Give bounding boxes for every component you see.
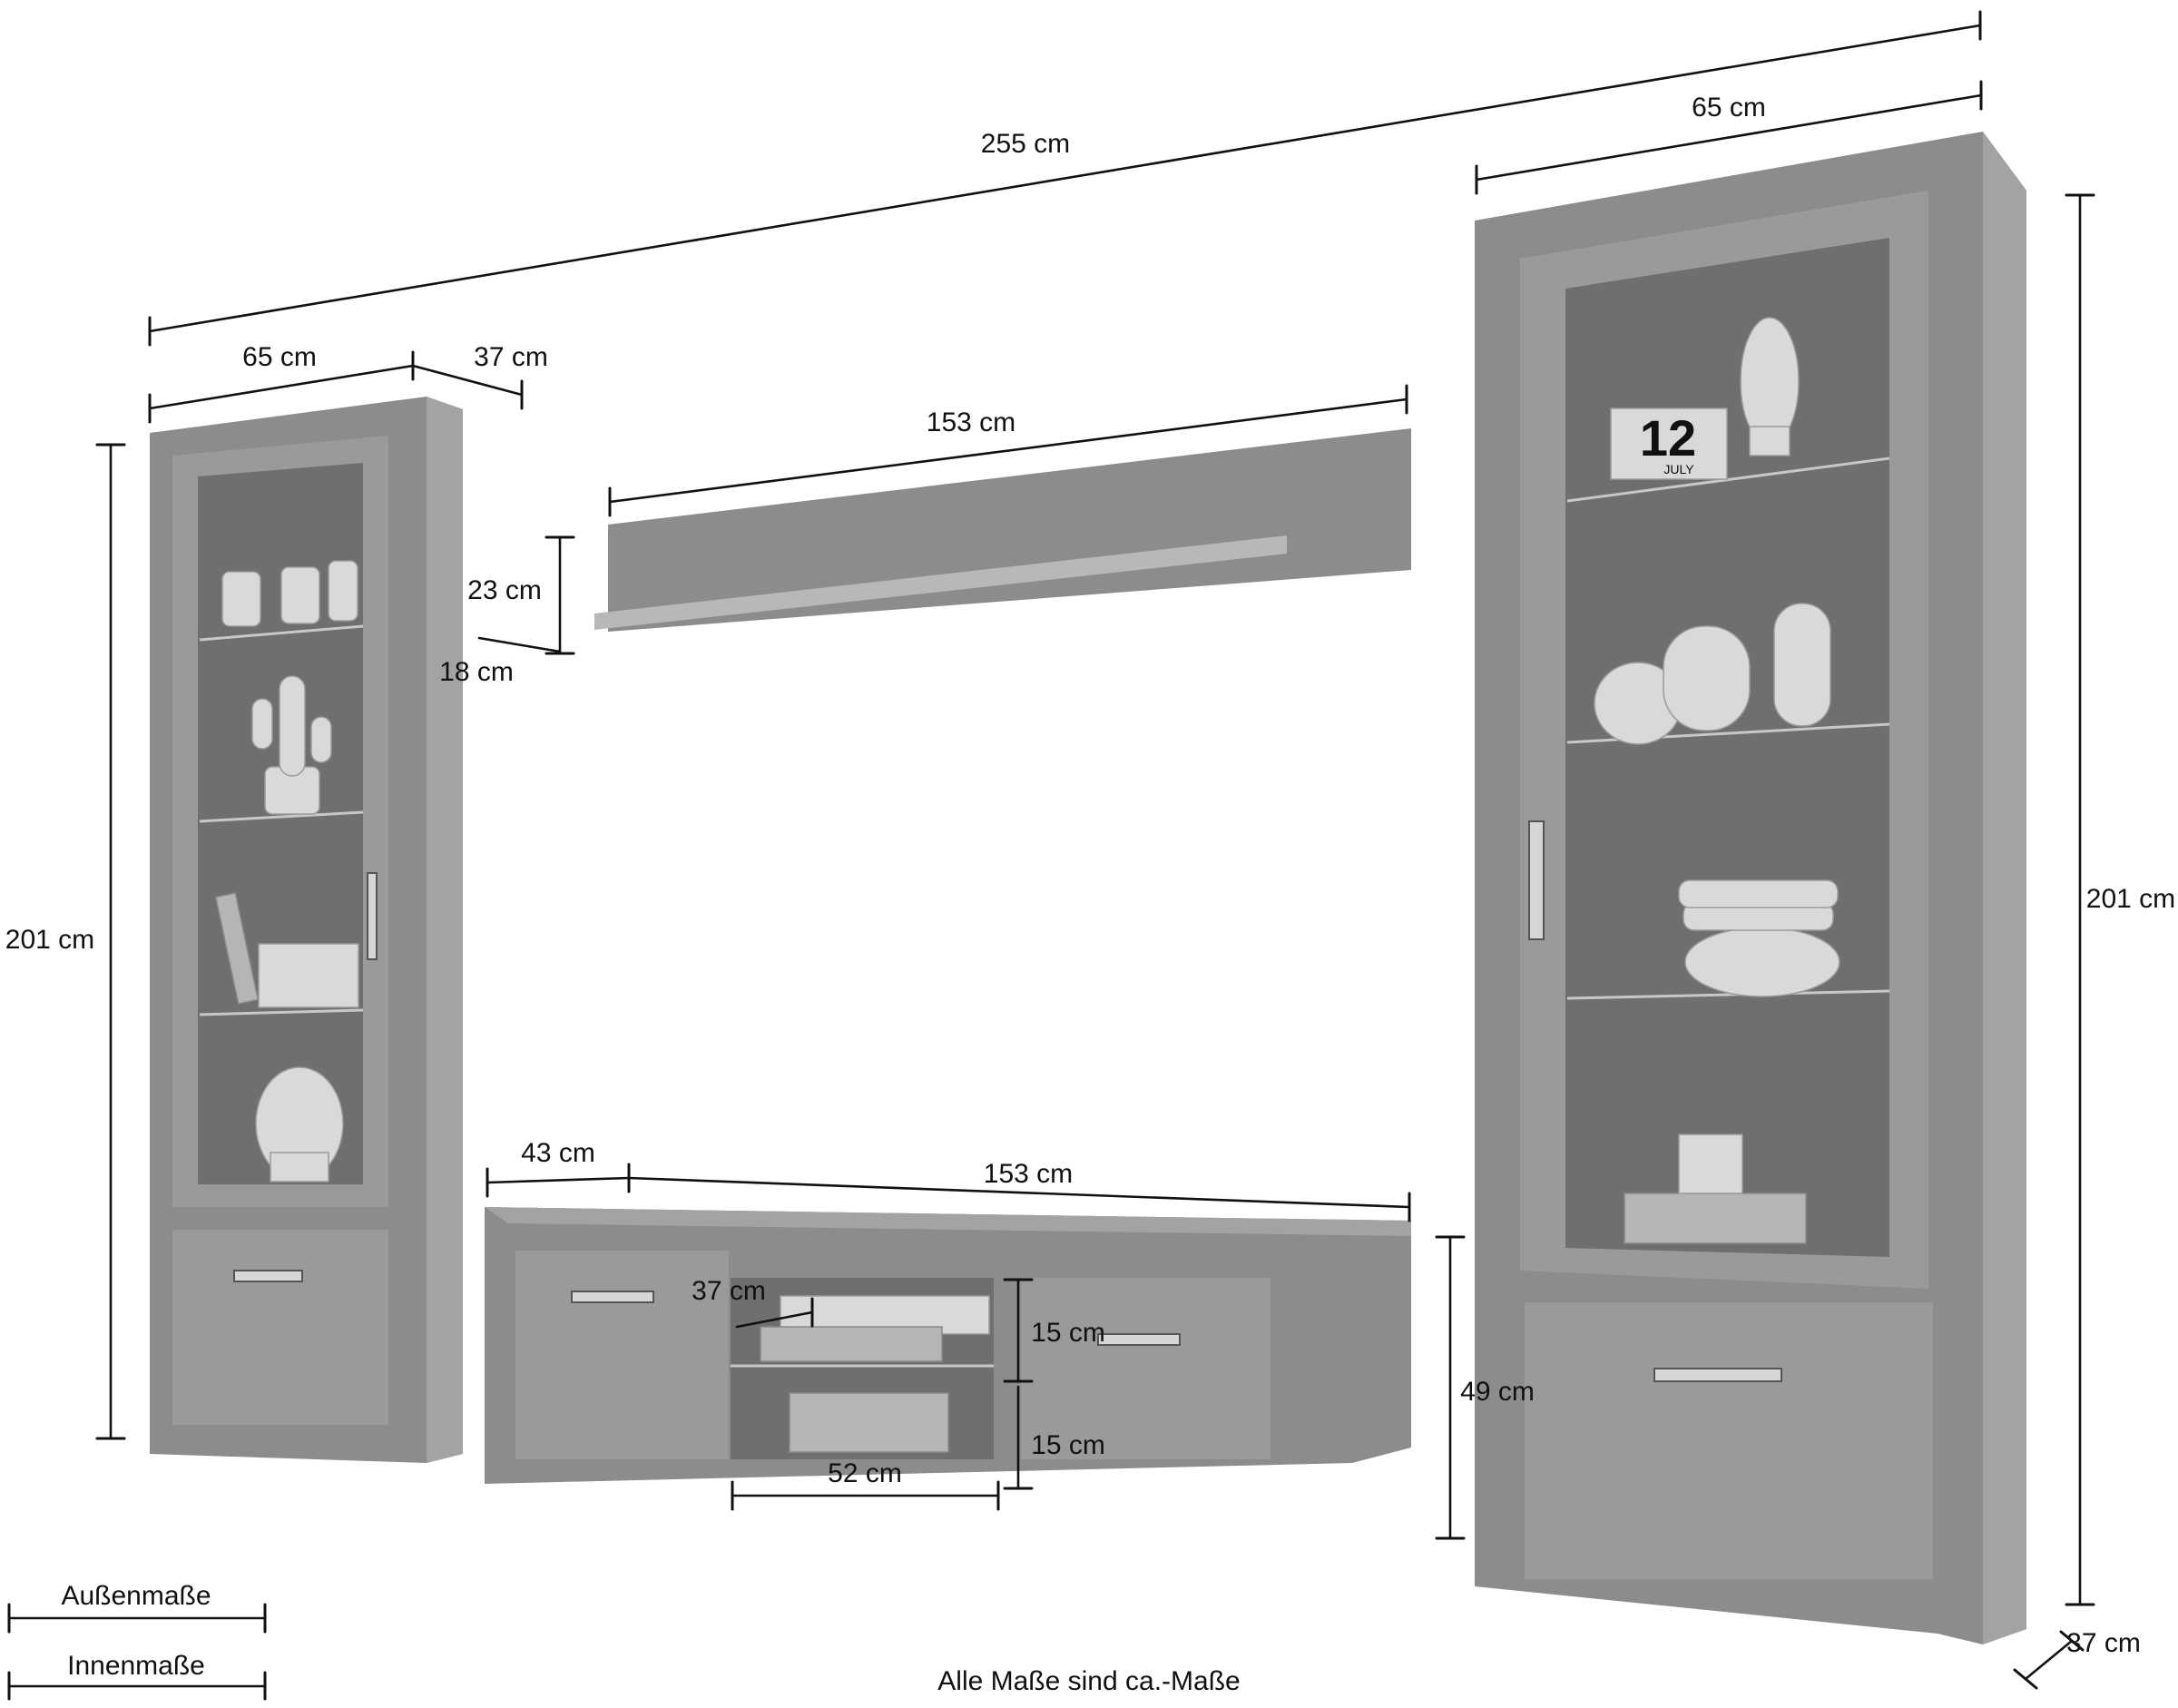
dim-tv-compartment-lower-height: 15 cm bbox=[1003, 1385, 1105, 1490]
label-left-cabinet-depth: 37 cm bbox=[474, 342, 548, 372]
left-cabinet-door-handle bbox=[367, 872, 378, 960]
label-tv-compartment-width: 52 cm bbox=[828, 1458, 902, 1488]
calendar-day: 12 bbox=[1640, 409, 1696, 466]
label-tv-board-depth: 43 cm bbox=[521, 1138, 595, 1168]
right-cabinet-door-handle bbox=[1528, 820, 1545, 940]
right-cabinet-bowls bbox=[1678, 879, 1840, 997]
left-vitrine-cabinet bbox=[150, 397, 463, 1463]
dim-tv-compartment-depth: 37 cm bbox=[692, 1276, 814, 1329]
legend-inner-label: Innenmaße bbox=[67, 1651, 205, 1681]
label-left-cabinet-width: 65 cm bbox=[242, 342, 317, 372]
dim-tv-compartment-width: 52 cm bbox=[731, 1458, 1000, 1511]
tv-board-hifi-receiver bbox=[760, 1295, 990, 1362]
label-tv-board-width: 153 cm bbox=[984, 1159, 1073, 1189]
left-cabinet-side bbox=[427, 397, 463, 1463]
tv-board-basket bbox=[789, 1392, 949, 1453]
wall-shelf-board bbox=[594, 535, 1287, 630]
right-cabinet-owl-figurine bbox=[1740, 317, 1800, 456]
left-cabinet-cactus bbox=[251, 675, 332, 815]
left-cabinet-shelf bbox=[199, 1008, 364, 1016]
tv-board-right-door bbox=[1021, 1278, 1270, 1459]
right-cabinet-vases bbox=[1594, 603, 1831, 745]
tv-board bbox=[485, 1207, 1411, 1484]
tv-board-right-handle bbox=[1097, 1333, 1181, 1346]
dim-total-width: 255 cm bbox=[148, 10, 1982, 347]
dim-tv-compartment-upper-height: 15 cm bbox=[1003, 1278, 1105, 1383]
wall-shelf-back-panel bbox=[608, 428, 1411, 632]
dim-left-cabinet-depth: 37 cm bbox=[411, 342, 548, 410]
label-wall-shelf-depth: 18 cm bbox=[439, 657, 514, 687]
right-cabinet-glass bbox=[1565, 238, 1889, 1257]
footnote: Alle Maße sind ca.-Maße bbox=[937, 1666, 1240, 1696]
tv-board-left-door bbox=[515, 1251, 729, 1459]
dim-wall-shelf-height: 23 cm bbox=[467, 535, 575, 655]
calendar-month: JULY bbox=[1663, 462, 1694, 476]
tv-board-top bbox=[485, 1207, 1411, 1236]
label-total-width: 255 cm bbox=[981, 129, 1070, 159]
label-tv-compartment-upper-height: 15 cm bbox=[1031, 1318, 1105, 1348]
label-wall-shelf-width: 153 cm bbox=[927, 407, 1015, 437]
dim-left-cabinet-width: 65 cm bbox=[148, 342, 415, 424]
right-cabinet-drawer bbox=[1525, 1302, 1933, 1579]
dim-right-cabinet-height: 201 cm bbox=[2065, 193, 2175, 1606]
label-tv-board-height: 49 cm bbox=[1460, 1377, 1535, 1407]
label-tv-compartment-lower-height: 15 cm bbox=[1031, 1430, 1105, 1460]
right-cabinet-side bbox=[1983, 132, 2026, 1644]
label-right-cabinet-depth: 37 cm bbox=[2066, 1628, 2141, 1658]
dim-wall-shelf-depth: 18 cm bbox=[439, 636, 562, 687]
label-tv-compartment-depth: 37 cm bbox=[692, 1276, 766, 1306]
right-cabinet-decor-boxes bbox=[1624, 1134, 1807, 1244]
wall-shelf bbox=[594, 428, 1411, 632]
left-cabinet-shelf bbox=[199, 810, 364, 823]
legend: Außenmaße Innenmaße bbox=[7, 1581, 267, 1701]
right-vitrine-cabinet: 12 JULY bbox=[1475, 132, 2026, 1644]
right-cabinet-calendar: 12 JULY bbox=[1610, 407, 1728, 480]
left-cabinet-drawer-handle bbox=[233, 1270, 303, 1282]
dim-right-cabinet-depth: 37 cm bbox=[2013, 1628, 2141, 1690]
left-cabinet-head-vase bbox=[255, 1066, 344, 1183]
left-cabinet-basket-and-books bbox=[214, 892, 359, 1008]
label-right-cabinet-width: 65 cm bbox=[1692, 93, 1766, 123]
right-cabinet-drawer-handle bbox=[1653, 1368, 1782, 1382]
left-cabinet-shelf bbox=[199, 624, 364, 642]
tv-board-left-handle bbox=[571, 1291, 654, 1303]
left-cabinet-drawer bbox=[172, 1230, 388, 1425]
dim-tv-board-depth: 43 cm bbox=[486, 1138, 631, 1198]
left-cabinet-jars bbox=[221, 560, 358, 627]
dim-tv-board-width: 153 cm bbox=[627, 1159, 1411, 1222]
dim-right-cabinet-width: 65 cm bbox=[1475, 80, 1983, 195]
label-right-cabinet-height: 201 cm bbox=[2086, 884, 2175, 914]
right-cabinet-shelf bbox=[1566, 989, 1890, 1000]
dim-left-cabinet-height: 201 cm bbox=[5, 443, 126, 1440]
right-cabinet-shelf bbox=[1566, 456, 1890, 503]
label-left-cabinet-height: 201 cm bbox=[5, 925, 94, 955]
legend-outer-label: Außenmaße bbox=[61, 1581, 211, 1611]
dim-tv-board-height: 49 cm bbox=[1435, 1235, 1535, 1540]
dim-wall-shelf-width: 153 cm bbox=[608, 384, 1408, 517]
label-wall-shelf-height: 23 cm bbox=[467, 575, 542, 605]
